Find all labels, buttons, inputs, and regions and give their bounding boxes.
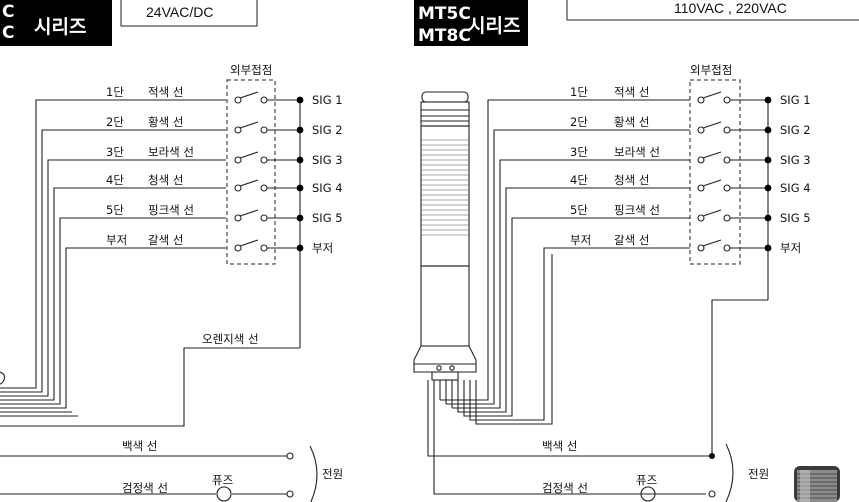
right-title-line1: MT5C: [418, 4, 471, 24]
left-row-labels: 1단 적색 선 SIG 1 2단 황색 선 SIG 2 3단 보라색 선 SIG 3 4단 청…: [106, 85, 343, 255]
svg-text:갈색 선: 갈색 선: [614, 233, 649, 247]
left-voltage-box: [120, 0, 258, 27]
svg-text:청색 선: 청색 선: [148, 173, 183, 187]
svg-text:부저: 부저: [780, 241, 801, 255]
left-fuse-icon: [216, 486, 232, 502]
left-bus-dots: [296, 96, 304, 252]
right-switches: [697, 91, 768, 252]
svg-text:1단: 1단: [106, 85, 124, 99]
right-bus-return: [711, 299, 768, 456]
svg-text:보라색 선: 보라색 선: [614, 145, 660, 159]
svg-text:부저: 부저: [570, 233, 591, 247]
svg-text:보라색 선: 보라색 선: [148, 145, 194, 159]
right-fuse-icon: [640, 486, 656, 502]
svg-text:황색 선: 황색 선: [148, 115, 183, 129]
svg-text:갈색 선: 갈색 선: [148, 233, 183, 247]
right-black-label: 검정색 선: [542, 481, 588, 495]
left-white-label: 백색 선: [122, 439, 157, 453]
svg-text:SIG 4: SIG 4: [780, 181, 811, 195]
svg-text:부저: 부저: [312, 241, 333, 255]
svg-text:3단: 3단: [570, 145, 588, 159]
right-white-label: 백색 선: [542, 439, 577, 453]
left-title-line2: C: [2, 23, 14, 43]
right-row-labels: 1단 적색 선 SIG 1 2단 황색 선 SIG 2 3단 보라색 선 SIG 3 4단 청…: [570, 85, 811, 255]
svg-text:5단: 5단: [570, 203, 588, 217]
svg-text:4단: 4단: [570, 173, 588, 187]
left-orange-label: 오렌지색 선: [202, 332, 259, 346]
right-voltage: 110VAC , 220VAC: [674, 0, 787, 16]
right-power-bracket: [725, 443, 734, 502]
svg-text:적색 선: 적색 선: [614, 85, 649, 99]
product-photo: [794, 466, 840, 502]
left-voltage: 24VAC/DC: [146, 4, 213, 20]
left-title-block: [0, 0, 112, 46]
svg-text:핑크색 선: 핑크색 선: [148, 203, 194, 217]
right-title-series: 시리즈: [468, 15, 520, 37]
left-power-bracket: [309, 445, 318, 502]
svg-text:SIG 1: SIG 1: [312, 93, 343, 107]
left-orange-wire: [0, 347, 300, 427]
svg-text:SIG 2: SIG 2: [312, 123, 343, 137]
svg-text:부저: 부저: [106, 233, 127, 247]
svg-text:황색 선: 황색 선: [614, 115, 649, 129]
left-switches: [234, 91, 300, 252]
svg-text:SIG 5: SIG 5: [312, 211, 343, 225]
svg-text:1단: 1단: [570, 85, 588, 99]
svg-text:4단: 4단: [106, 173, 124, 187]
right-title-block: [414, 0, 528, 46]
svg-text:SIG 4: SIG 4: [312, 181, 343, 195]
right-voltage-box: [566, 0, 859, 21]
left-title-series: 시리즈: [34, 16, 86, 38]
svg-text:핑크색 선: 핑크색 선: [614, 203, 660, 217]
left-power-label: 전원: [322, 467, 343, 481]
svg-text:SIG 5: SIG 5: [780, 211, 811, 225]
left-tower-wires: [0, 99, 226, 417]
right-title-line2: MT8C: [418, 26, 471, 46]
svg-text:2단: 2단: [570, 115, 588, 129]
left-fuse-label: 퓨즈: [212, 473, 233, 487]
right-power-label: 전원: [748, 467, 769, 481]
svg-text:SIG 1: SIG 1: [780, 93, 811, 107]
right-fuse-label: 퓨즈: [636, 473, 657, 487]
svg-text:SIG 3: SIG 3: [780, 153, 811, 167]
svg-text:적색 선: 적색 선: [148, 85, 183, 99]
svg-text:2단: 2단: [106, 115, 124, 129]
left-title-line1: C: [2, 2, 14, 22]
svg-text:3단: 3단: [106, 145, 124, 159]
right-contact-label: 외부접점: [690, 63, 732, 77]
svg-text:SIG 2: SIG 2: [780, 123, 811, 137]
left-contact-label: 외부접점: [230, 63, 272, 77]
right-tower-wires: [427, 99, 710, 495]
left-black-label: 검정색 선: [122, 481, 168, 495]
right-bus-dots: [709, 96, 772, 459]
svg-text:5단: 5단: [106, 203, 124, 217]
right-contact-box: [689, 79, 741, 265]
svg-text:SIG 3: SIG 3: [312, 153, 343, 167]
left-contact-box: [226, 79, 276, 265]
svg-text:청색 선: 청색 선: [614, 173, 649, 187]
signal-tower-icon: [413, 91, 477, 381]
